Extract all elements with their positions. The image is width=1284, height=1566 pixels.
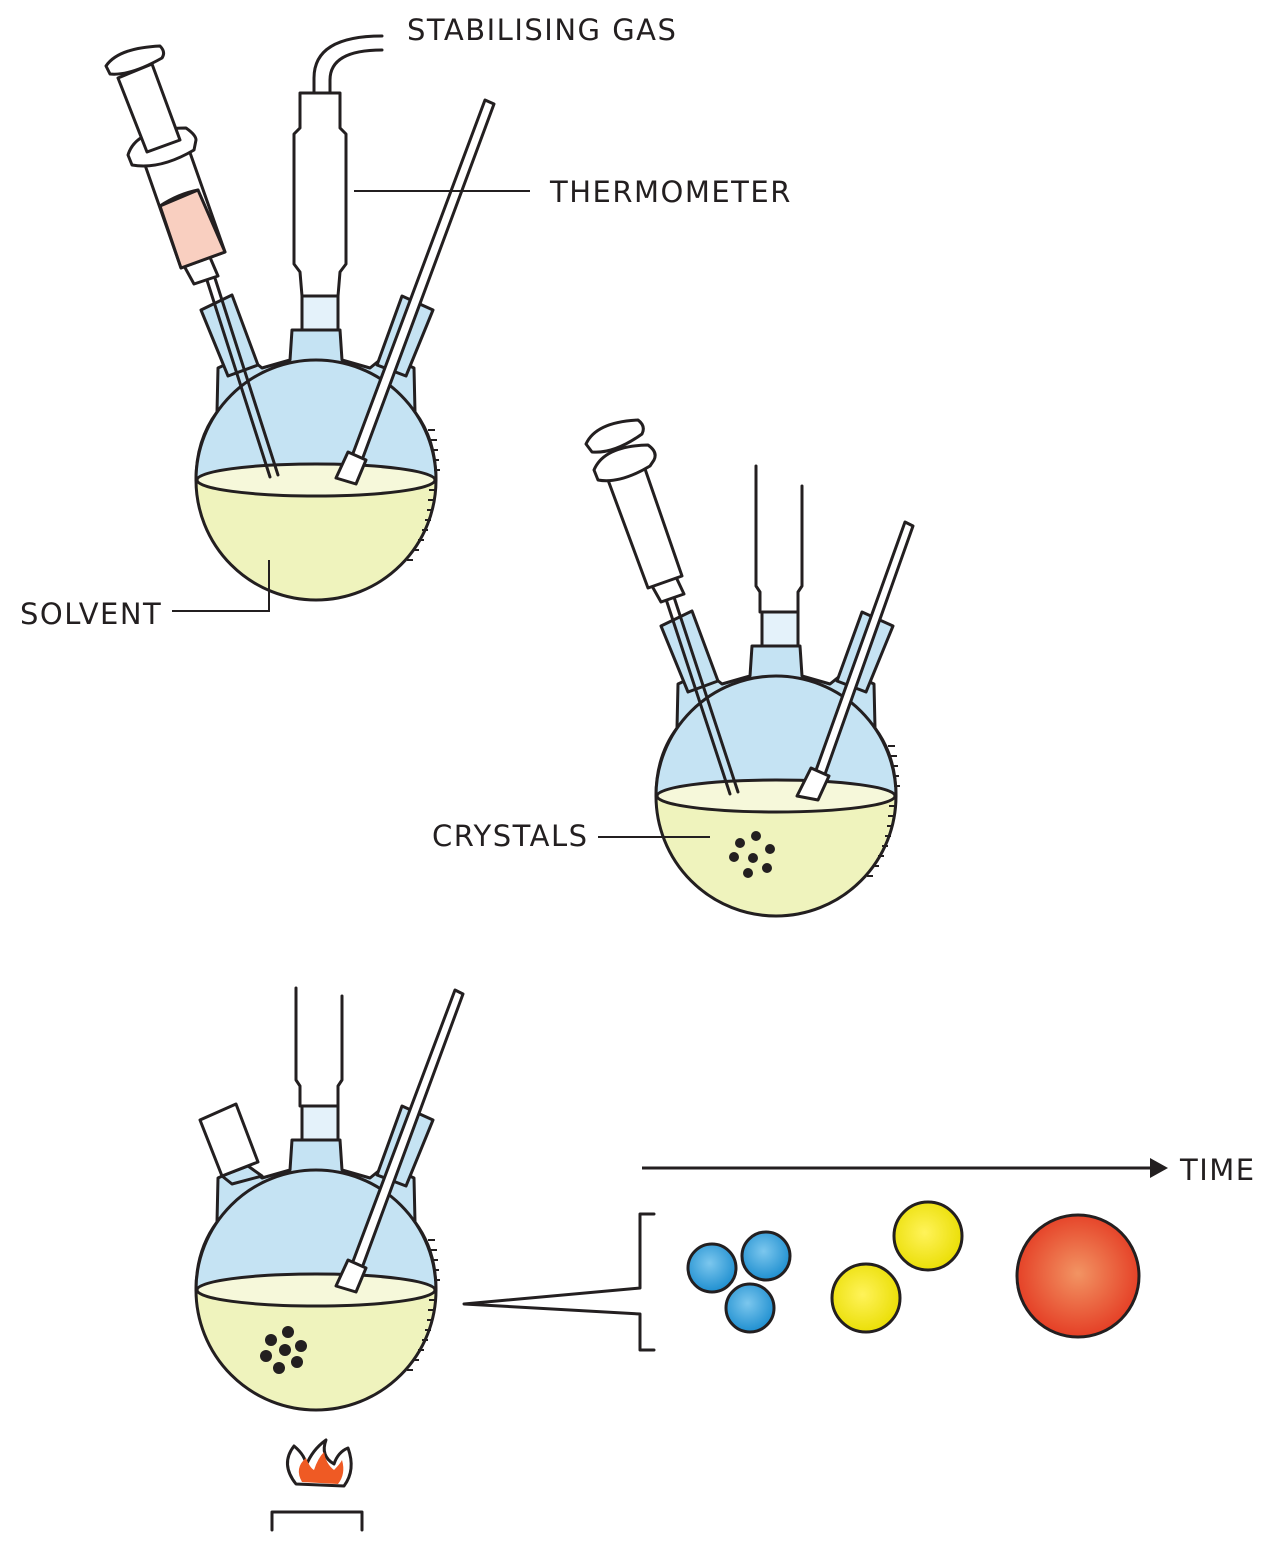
label-crystals: CRYSTALS bbox=[432, 819, 589, 853]
solvent-leader bbox=[172, 560, 270, 612]
flask-3-graduation bbox=[407, 1239, 440, 1371]
flask-1-left-neck bbox=[199, 293, 260, 378]
label-thermometer: THERMOMETER bbox=[549, 175, 792, 209]
flask-3 bbox=[194, 986, 465, 1412]
flask-1-solvent-surface bbox=[195, 462, 437, 498]
flask-2-graduation bbox=[867, 745, 900, 877]
burner-stand bbox=[270, 1510, 364, 1532]
flask-1-graduation bbox=[407, 429, 440, 561]
flame-icon bbox=[286, 1438, 353, 1488]
flask-1 bbox=[104, 34, 496, 602]
large-particle bbox=[1015, 1213, 1141, 1339]
thermometer-2 bbox=[795, 520, 915, 802]
medium-particles bbox=[830, 1200, 964, 1334]
crystals-cluster-heated bbox=[260, 1326, 307, 1374]
gas-inlet-adapter bbox=[292, 91, 348, 298]
label-solvent: SOLVENT bbox=[20, 597, 162, 631]
crystals-cluster bbox=[729, 831, 775, 878]
thermometer-3 bbox=[334, 988, 465, 1294]
flask-3-solvent-surface bbox=[195, 1272, 437, 1308]
flask-2 bbox=[584, 418, 915, 918]
zoom-bracket bbox=[462, 1212, 656, 1352]
label-stabilising-gas: STABILISING GAS bbox=[407, 13, 677, 47]
time-arrow bbox=[642, 1158, 1168, 1178]
flask-3-bulb bbox=[196, 1170, 436, 1410]
flask-1-joint bbox=[300, 294, 340, 332]
gas-tube bbox=[312, 34, 384, 95]
syringe-1 bbox=[104, 44, 280, 479]
syringe-2 bbox=[584, 418, 740, 796]
stopper bbox=[198, 1102, 260, 1178]
small-particles bbox=[686, 1230, 792, 1334]
label-time: TIME bbox=[1179, 1153, 1256, 1187]
flask-2-solvent-surface bbox=[655, 778, 897, 814]
